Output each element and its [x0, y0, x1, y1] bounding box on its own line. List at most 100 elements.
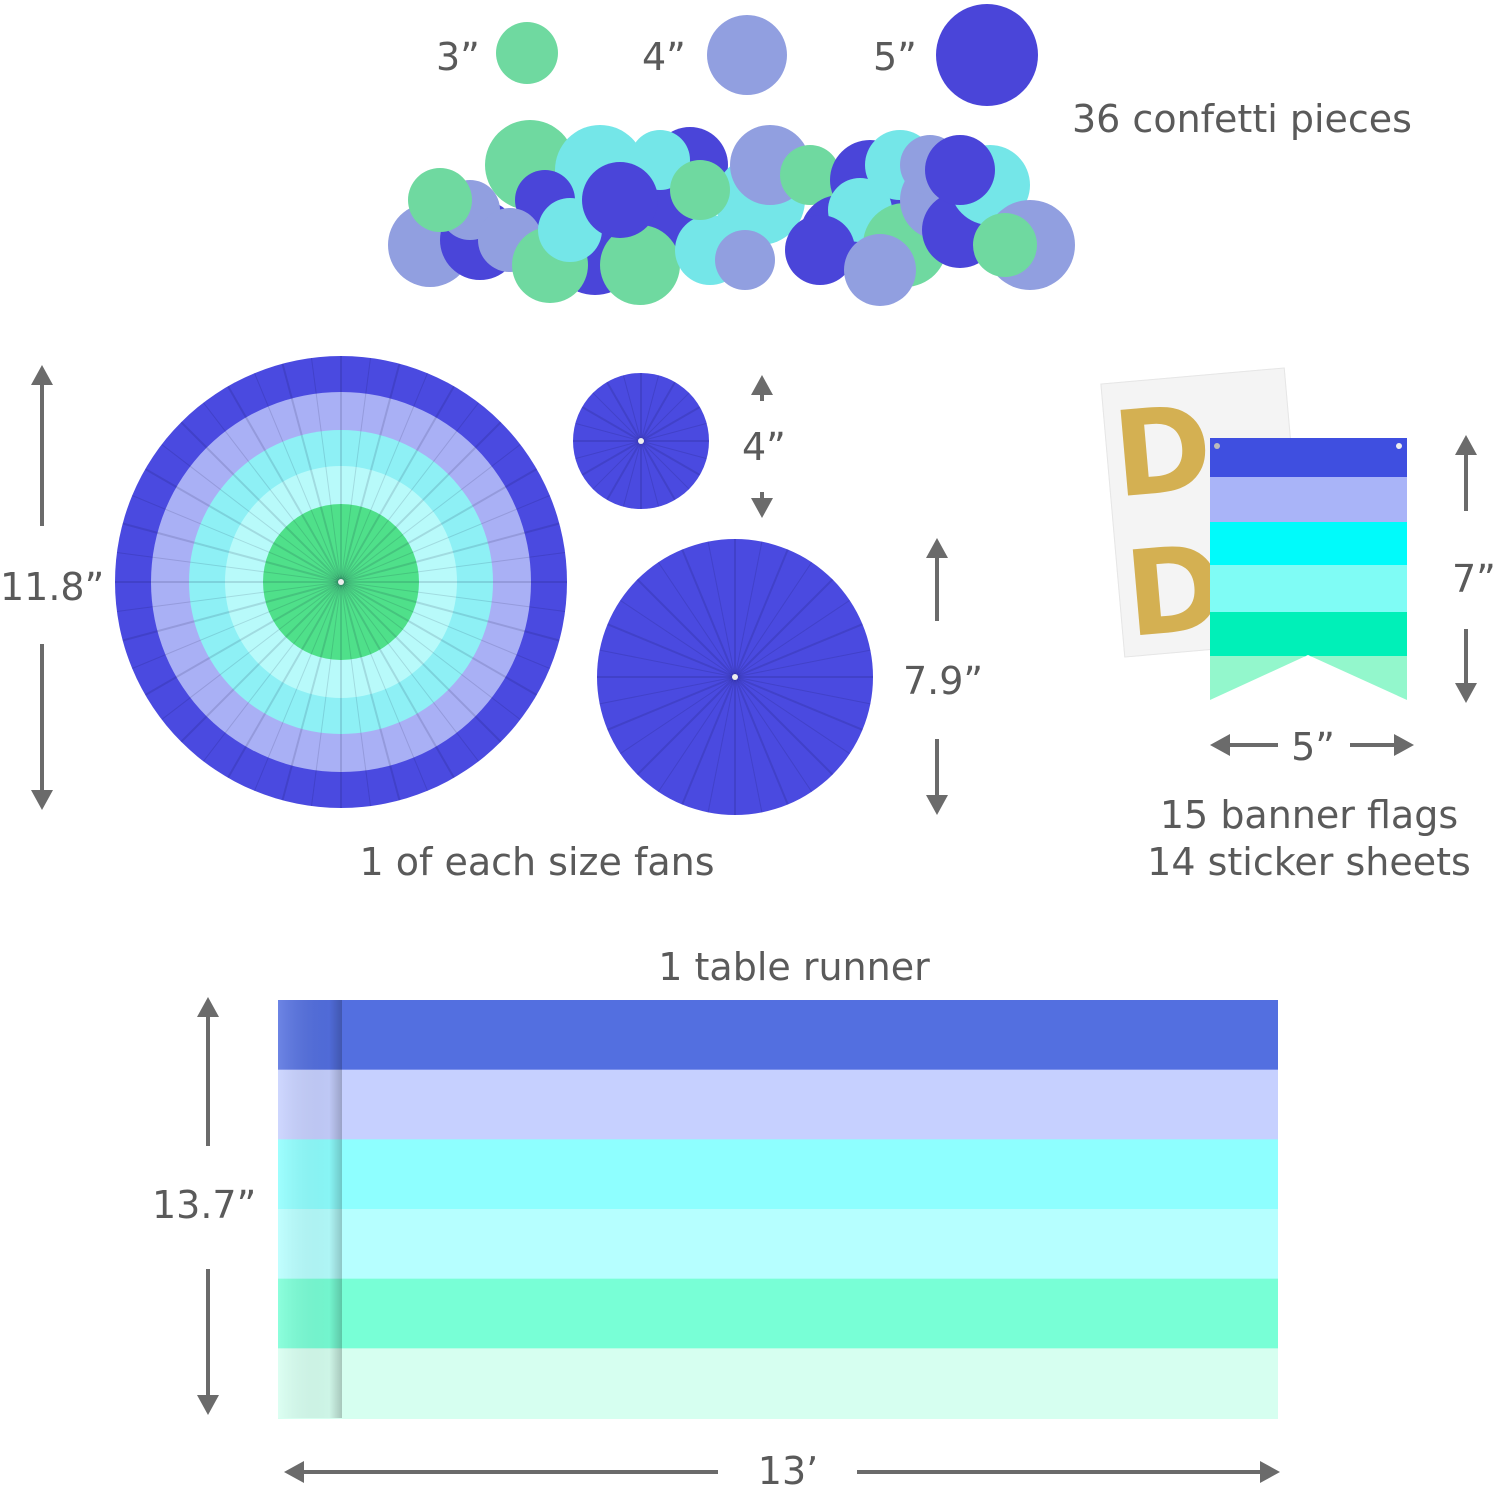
fan-fold	[734, 676, 871, 705]
fan-fold	[340, 581, 550, 669]
fan-fold	[640, 422, 707, 442]
fan-fold	[132, 581, 342, 669]
runner-length-label: 13’	[757, 1449, 819, 1493]
sticker-caption: 14 sticker sheets	[1147, 840, 1471, 884]
fan-fold	[340, 581, 401, 801]
fan-fold	[340, 495, 550, 583]
fan-fold	[619, 676, 736, 755]
fan-fold	[340, 581, 455, 779]
fan-fold	[227, 581, 342, 779]
arrow-head-up-icon	[926, 538, 948, 558]
confetti-4in-label: 4”	[642, 35, 686, 79]
fan-fold	[734, 676, 763, 813]
gold-letter-stickers: DDEE	[1107, 378, 1302, 658]
fan-fold	[734, 676, 851, 755]
fan-fold	[734, 676, 789, 805]
arrow-head-left-icon	[284, 1461, 304, 1483]
fan-fold	[340, 522, 560, 583]
runner-stripe	[278, 1000, 1278, 1071]
fan-fold	[122, 522, 342, 583]
arrow-head-right-icon	[1394, 734, 1414, 756]
fan-fold	[340, 444, 521, 583]
runner-caption: 1 table runner	[658, 945, 930, 989]
fan-fold	[599, 676, 736, 705]
medium-paper-fan	[597, 539, 873, 815]
fan-fold	[619, 599, 736, 678]
fan-fold	[640, 440, 660, 507]
confetti-size-legend	[496, 4, 1038, 106]
fan-fold	[734, 561, 813, 678]
fan-fold	[734, 541, 763, 678]
fan-fold	[281, 581, 342, 801]
fan-fold	[734, 578, 834, 678]
fan-fold	[581, 440, 642, 476]
fan-center	[638, 438, 644, 444]
fan-center	[338, 579, 344, 585]
fan-fold	[340, 468, 538, 583]
fan-fold	[340, 385, 455, 583]
fan-fold	[254, 373, 342, 583]
runner-height-label: 13.7”	[152, 1183, 257, 1227]
large-paper-fan	[115, 356, 567, 808]
fan-fold	[340, 581, 479, 762]
confetti-piece	[582, 162, 658, 238]
fan-fold	[340, 402, 479, 583]
fan-fold	[180, 581, 342, 743]
fan-fold	[622, 440, 642, 507]
fan-fold	[607, 676, 736, 731]
fan-fold	[640, 381, 676, 442]
fan-fold	[681, 676, 736, 805]
fan-fold	[254, 581, 342, 791]
fan-fold	[640, 440, 707, 460]
fan-fold	[681, 549, 736, 678]
arrow-head-down-icon	[926, 795, 948, 815]
runner-roll	[278, 1000, 342, 1418]
fan-fold	[340, 421, 502, 583]
fan-fold	[311, 357, 342, 583]
fan-fold	[640, 392, 690, 442]
sticker-sheet: DDEE	[1100, 367, 1309, 658]
fan-fold	[340, 581, 538, 696]
runner-stripe	[278, 1348, 1278, 1419]
fan-fold	[575, 440, 642, 460]
confetti-piece	[670, 160, 730, 220]
dimension-arrows	[31, 365, 1477, 1483]
fan-fold	[132, 495, 342, 583]
confetti-3in-label: 3”	[436, 35, 480, 79]
confetti-caption: 36 confetti pieces	[1072, 97, 1412, 141]
fan-fold	[161, 444, 342, 583]
fan-fold	[734, 623, 863, 678]
fan-fold	[640, 440, 701, 476]
arrow-head-down-icon	[31, 790, 53, 810]
confetti-piece	[600, 225, 680, 305]
small-fan-size-label: 4”	[742, 425, 786, 469]
banner-height-label: 7”	[1452, 557, 1496, 601]
fan-fold	[622, 375, 642, 442]
fan-fold	[227, 385, 342, 583]
medium-fan-size-label: 7.9”	[903, 659, 984, 703]
fan-fold	[340, 581, 566, 612]
fan-fold	[657, 561, 736, 678]
small-paper-fan	[573, 373, 709, 509]
large-fan-size-label: 11.8”	[0, 565, 105, 609]
fan-fold	[575, 422, 642, 442]
fan-fold	[180, 421, 342, 583]
runner-stripe	[278, 1069, 1278, 1141]
fan-fold	[734, 676, 834, 776]
runner-stripe	[278, 1278, 1278, 1350]
arrow-head-down-icon	[197, 1395, 219, 1415]
arrow-head-left-icon	[1210, 734, 1230, 756]
fan-fold	[340, 581, 521, 720]
fan-fold	[311, 581, 342, 807]
fan-fold	[144, 468, 342, 583]
fan-fold	[607, 623, 736, 678]
fan-fold	[636, 676, 736, 776]
fan-center	[732, 674, 738, 680]
confetti-swatch	[707, 15, 787, 95]
banner-caption: 15 banner flags	[1159, 793, 1459, 837]
fan-fold	[734, 549, 789, 678]
confetti-piece	[780, 145, 840, 205]
arrow-head-down-icon	[751, 498, 773, 518]
arrow-head-up-icon	[751, 375, 773, 395]
